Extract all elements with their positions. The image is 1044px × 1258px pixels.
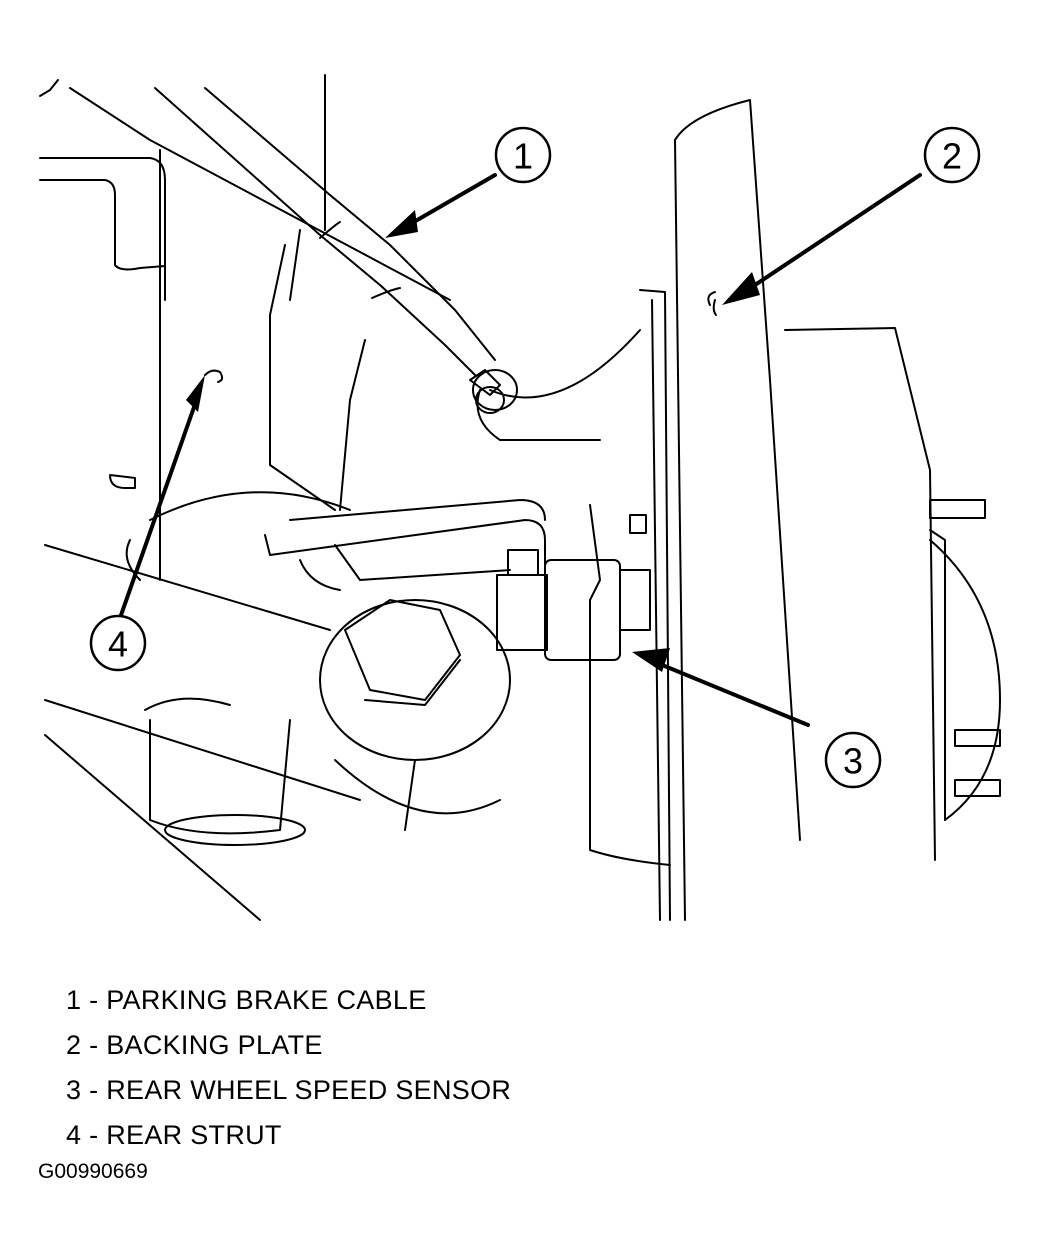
backing-plate [589, 99, 801, 921]
callout-4: 4 [89, 614, 147, 672]
callout-3: 3 [824, 731, 882, 789]
legend-item: 3 - REAR WHEEL SPEED SENSOR [66, 1075, 512, 1105]
wheel-speed-sensor [496, 549, 651, 661]
strut-bolt [319, 599, 511, 831]
arrow-3 [648, 658, 810, 727]
parking-brake-cable [154, 87, 518, 414]
arrow-4 [118, 388, 202, 620]
callout-number: 2 [942, 136, 962, 177]
callout-number: 3 [843, 741, 863, 782]
callout-1: 1 [494, 126, 552, 184]
callout-number: 1 [513, 136, 533, 177]
callout-number: 4 [108, 624, 128, 665]
brake-drum [629, 327, 1001, 861]
arrow-2 [738, 173, 922, 297]
legend-item: 4 - REAR STRUT [66, 1120, 282, 1150]
legend: 1 - PARKING BRAKE CABLE 2 - BACKING PLAT… [66, 978, 511, 1158]
body-structure [39, 74, 451, 581]
strut-assembly [44, 229, 641, 921]
parts-illustration: 1 2 3 4 [39, 74, 1001, 921]
legend-item: 1 - PARKING BRAKE CABLE [66, 985, 427, 1015]
leader-arrows [118, 173, 922, 727]
legend-item: 2 - BACKING PLATE [66, 1030, 323, 1060]
sensor-bracket [264, 499, 546, 591]
figure-id: G00990669 [38, 1160, 148, 1183]
callout-2: 2 [923, 126, 981, 184]
